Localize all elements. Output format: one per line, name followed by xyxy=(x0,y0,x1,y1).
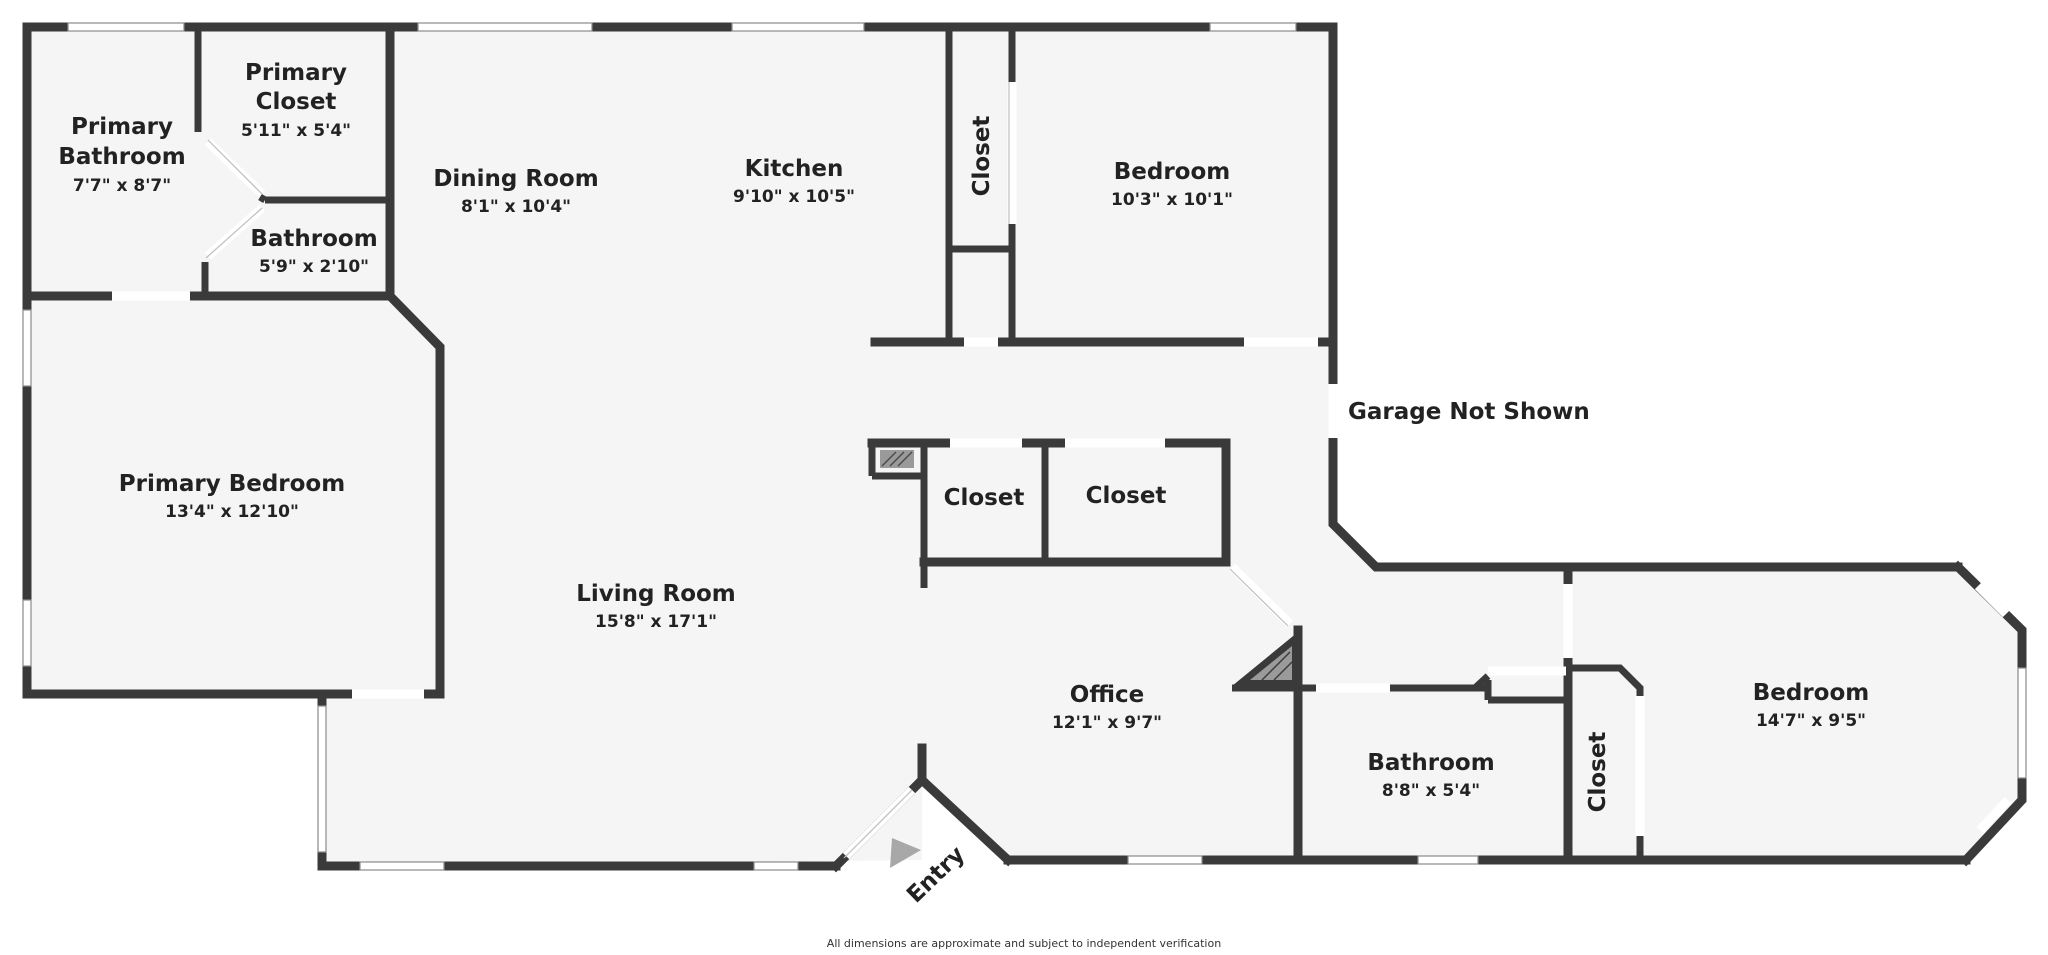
room-name-line2: Bathroom xyxy=(58,144,185,170)
room-name: Bathroom xyxy=(250,226,377,252)
room-name: Office xyxy=(1070,682,1144,708)
fireplace-hatch xyxy=(880,450,914,468)
room-bathroom-small: Bathroom 5'9" x 2'10" xyxy=(250,226,377,277)
room-dimensions: 5'9" x 2'10" xyxy=(259,257,369,277)
windows xyxy=(22,22,2027,871)
room-name: Closet xyxy=(969,116,995,197)
room-dimensions: 5'11" x 5'4" xyxy=(241,121,351,141)
room-name-line1: Primary xyxy=(71,114,173,140)
room-name: Kitchen xyxy=(745,156,844,182)
room-closet-center-right: Closet xyxy=(1086,483,1167,509)
room-dimensions: 8'1" x 10'4" xyxy=(461,197,571,217)
room-living-room: Living Room 15'8" x 17'1" xyxy=(576,581,736,632)
room-name: Closet xyxy=(1585,732,1611,813)
room-primary-closet: Primary Closet 5'11" x 5'4" xyxy=(241,60,351,141)
room-name: Bedroom xyxy=(1753,680,1870,706)
room-closet-vertical-bottom: Closet xyxy=(1585,732,1611,813)
garage-label: Garage Not Shown xyxy=(1348,399,1590,425)
room-name-line1: Primary xyxy=(245,60,347,86)
room-dimensions: 8'8" x 5'4" xyxy=(1382,781,1480,801)
room-name: Bathroom xyxy=(1367,750,1494,776)
room-bedroom-right: Bedroom 14'7" x 9'5" xyxy=(1753,680,1870,731)
room-dimensions: 15'8" x 17'1" xyxy=(595,612,717,632)
room-dining-room: Dining Room 8'1" x 10'4" xyxy=(433,166,598,217)
room-name: Bedroom xyxy=(1114,159,1231,185)
office-fireplace-hatch xyxy=(1232,632,1298,686)
room-dimensions: 13'4" x 12'10" xyxy=(165,502,299,522)
disclaimer-text: All dimensions are approximate and subje… xyxy=(827,937,1221,950)
room-dimensions: 12'1" x 9'7" xyxy=(1052,713,1162,733)
room-primary-bedroom: Primary Bedroom 13'4" x 12'10" xyxy=(119,471,345,522)
room-bathroom-bottom: Bathroom 8'8" x 5'4" xyxy=(1367,750,1494,801)
room-office: Office 12'1" x 9'7" xyxy=(1052,682,1162,733)
room-dimensions: 7'7" x 8'7" xyxy=(73,176,171,196)
room-primary-bathroom: Primary Bathroom 7'7" x 8'7" xyxy=(58,114,185,196)
room-dimensions: 10'3" x 10'1" xyxy=(1111,190,1233,210)
room-name: Closet xyxy=(944,485,1025,511)
room-dimensions: 14'7" x 9'5" xyxy=(1756,711,1866,731)
room-name-line2: Closet xyxy=(256,89,337,115)
room-name: Dining Room xyxy=(433,166,598,192)
room-name: Primary Bedroom xyxy=(119,471,345,497)
room-name: Closet xyxy=(1086,483,1167,509)
room-dimensions: 9'10" x 10'5" xyxy=(733,187,855,207)
room-bedroom-top: Bedroom 10'3" x 10'1" xyxy=(1111,159,1233,210)
room-closet-center-left: Closet xyxy=(944,485,1025,511)
entry-arrow-icon xyxy=(890,838,921,868)
room-name: Living Room xyxy=(576,581,736,607)
room-kitchen: Kitchen 9'10" x 10'5" xyxy=(733,156,855,207)
room-closet-vertical-top: Closet xyxy=(969,116,995,197)
